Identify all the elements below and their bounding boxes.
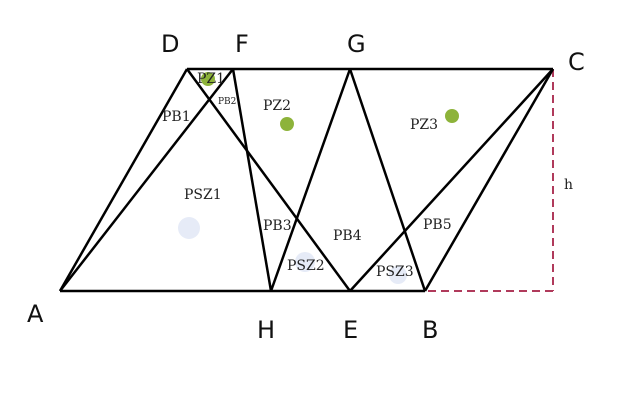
lines [58,67,555,293]
label-d: D [161,30,179,58]
label-pb2: PB2 [218,97,236,107]
label-pb5: PB5 [423,217,452,233]
height-line [425,69,554,292]
label-a: A [27,300,44,328]
segment-hg [269,68,352,292]
label-pz2: PZ2 [263,98,291,114]
green-dots [201,72,459,131]
label-pb3: PB3 [263,218,292,234]
label-psz1: PSZ1 [184,187,222,203]
label-b: B [422,316,438,344]
pz2-dot [280,117,294,131]
segment-fh [231,68,273,292]
psz1-dot [178,217,200,239]
segment-af [59,68,234,292]
label-h-height: h [564,177,573,193]
pz1-dot [201,72,215,86]
label-h: H [257,316,275,344]
label-psz2: PSZ2 [287,258,325,274]
segment-ec [349,68,554,292]
blue-dots [178,217,407,284]
segment-ad [58,68,189,292]
label-pz1: PZ1 [197,71,225,87]
label-psz3: PSZ3 [376,264,414,280]
label-g: G [347,30,366,58]
segment-gb [348,68,427,292]
label-e: E [343,316,358,344]
segment-de [185,68,352,292]
pz3-dot [445,109,459,123]
psz3-dot [389,266,407,284]
label-c: C [568,48,585,76]
segment-bc [423,68,555,292]
label-f: F [235,30,249,58]
label-pb1: PB1 [162,109,191,125]
psz2-dot [295,252,315,272]
label-pz3: PZ3 [410,117,438,133]
label-pb4: PB4 [333,228,362,244]
